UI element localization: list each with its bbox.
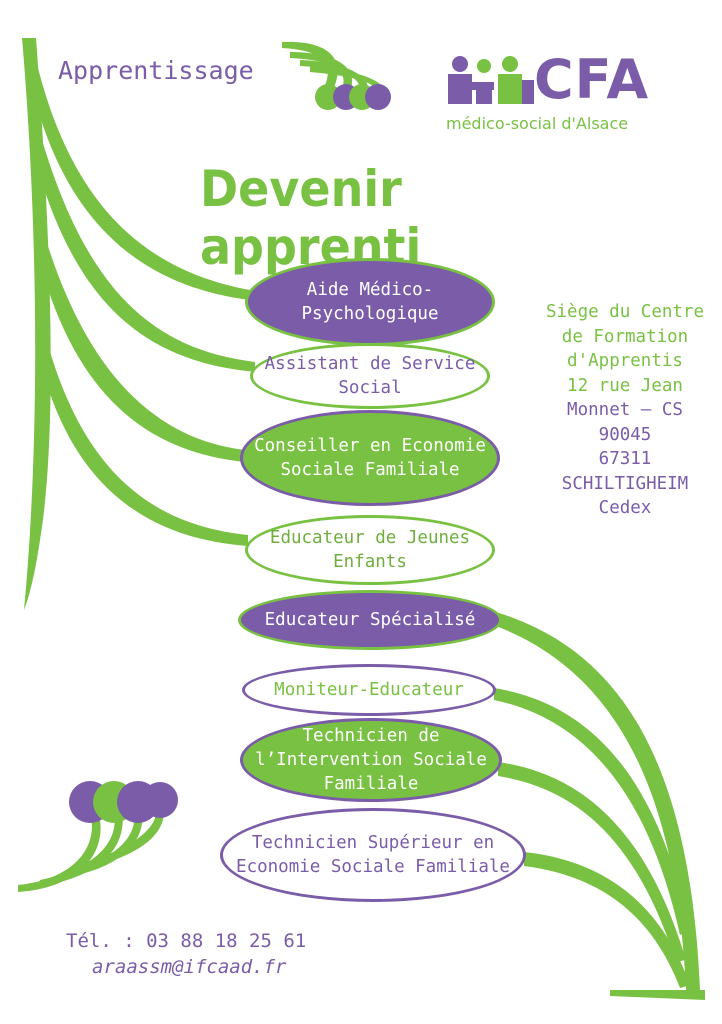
career-technicien-isf: Technicien de l’Intervention Sociale Fam… bbox=[240, 718, 502, 802]
career-aide-medico-psychologique: Aide Médico-Psychologique bbox=[245, 258, 495, 346]
bottom-base-swoosh bbox=[610, 990, 705, 1000]
career-label: Technicien de l’Intervention Sociale Fam… bbox=[255, 726, 487, 794]
career-label: Technicien Supérieur en Economie Sociale… bbox=[236, 833, 510, 877]
career-technicien-superieur-esf: Technicien Supérieur en Economie Sociale… bbox=[220, 808, 526, 902]
career-label: Aide Médico-Psychologique bbox=[301, 280, 439, 324]
career-moniteur-educateur: Moniteur-Educateur bbox=[242, 664, 496, 716]
career-label: Conseiller en Economie Sociale Familiale bbox=[254, 436, 486, 480]
page-title: Devenir apprenti bbox=[200, 160, 422, 276]
address-line: de Formation bbox=[561, 326, 689, 347]
right-stem-swoosh bbox=[496, 612, 700, 990]
career-label: Moniteur-Educateur bbox=[274, 680, 464, 700]
career-conseiller-esf: Conseiller en Economie Sociale Familiale bbox=[240, 410, 500, 506]
address-line: Cedex bbox=[598, 498, 652, 518]
tagline: Apprentissage bbox=[58, 56, 254, 85]
address-line: Siège du Centre bbox=[545, 302, 705, 322]
bottom-cherry-cluster-icon bbox=[18, 781, 178, 892]
branch-swoosh bbox=[498, 762, 686, 962]
address-line: 12 rue Jean bbox=[567, 375, 683, 396]
contact-block: Tél. : 03 88 18 25 61 araassm@ifcaad.fr bbox=[66, 928, 306, 980]
career-label: Assistant de Service Social bbox=[264, 354, 476, 398]
top-cherry-cluster-icon bbox=[282, 41, 391, 110]
branch-swoosh bbox=[40, 330, 248, 546]
people-icon bbox=[448, 56, 534, 104]
career-label: Educateur Spécialisé bbox=[264, 610, 476, 630]
cfa-logo: CFA médico-social d'Alsace bbox=[444, 48, 684, 136]
email-link[interactable]: araassm@ifcaad.fr bbox=[92, 956, 287, 978]
logo-wordmark: CFA bbox=[534, 48, 650, 111]
branch-swoosh bbox=[30, 60, 250, 300]
logo-subtitle: médico-social d'Alsace bbox=[446, 114, 629, 133]
phone-number: Tél. : 03 88 18 25 61 bbox=[66, 930, 307, 952]
address-line: 90045 bbox=[598, 424, 652, 445]
career-educateur-specialise: Educateur Spécialisé bbox=[238, 590, 502, 650]
career-educateur-jeunes-enfants: Educateur de Jeunes Enfants bbox=[245, 515, 495, 585]
address-line: d'Apprentis bbox=[567, 351, 683, 371]
branch-swoosh bbox=[494, 688, 690, 935]
address-line: 67311 bbox=[598, 449, 652, 469]
career-assistant-service-social: Assistant de Service Social bbox=[250, 343, 490, 409]
branch-swoosh bbox=[42, 240, 245, 462]
career-label: Educateur de Jeunes Enfants bbox=[269, 528, 471, 572]
branch-swoosh bbox=[524, 852, 690, 988]
address-line: Monnet – CS bbox=[567, 400, 683, 420]
address-block: Siège du Centre de Formation d'Apprentis… bbox=[530, 300, 720, 521]
branch-swoosh bbox=[38, 140, 255, 372]
address-line: SCHILTIGHEIM bbox=[561, 473, 689, 494]
